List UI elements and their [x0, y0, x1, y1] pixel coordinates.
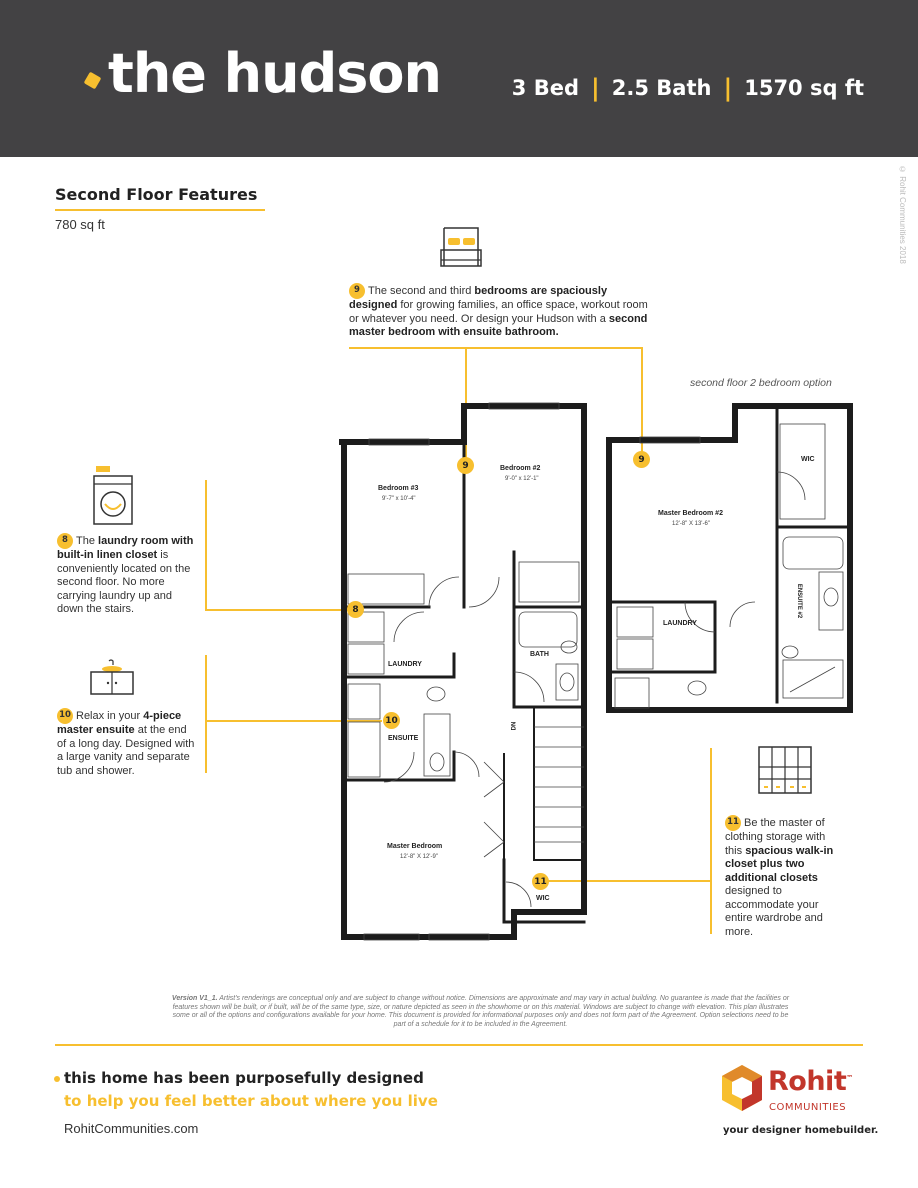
feature-9-badge: 9: [349, 283, 365, 299]
washing-machine-icon: [93, 466, 133, 525]
feature-11-leader: [710, 748, 712, 934]
spec-separator: |: [591, 74, 600, 102]
room-dim-bedroom3: 9'-7" x 10'-4": [382, 496, 416, 502]
website-link[interactable]: RohitCommunities.com: [64, 1121, 199, 1136]
room-label-ensuite: ENSUITE: [388, 735, 419, 742]
main-floor-plan: [339, 402, 587, 941]
feature-11-leader: [545, 880, 711, 882]
feature-11-badge: 11: [725, 815, 741, 831]
feature-8-leader: [205, 609, 353, 611]
plan-badge-9-alt: 9: [633, 451, 650, 468]
room-label-bedroom3: Bedroom #3: [378, 485, 419, 492]
feature-10-leader: [205, 655, 207, 773]
feature-8-leader: [205, 480, 207, 611]
vanity-sink-icon: [90, 659, 134, 695]
feature-9-leader: [349, 347, 642, 349]
logo-wordmark: Rohit™: [768, 1066, 853, 1097]
spec-area: 1570 sq ft: [744, 76, 864, 100]
spec-baths: 2.5 Bath: [611, 76, 712, 100]
bed-icon: [440, 227, 482, 267]
plan-badge-10: 10: [383, 712, 400, 729]
spec-separator: |: [723, 74, 733, 102]
home-specs: 3 Bed | 2.5 Bath | 1570 sq ft: [512, 74, 864, 102]
plan-badge-9: 9: [457, 457, 474, 474]
section-underline: [55, 209, 265, 211]
plan-badge-11: 11: [532, 873, 549, 890]
alt-floor-plan: [606, 403, 853, 713]
header-banner: the hudson 3 Bed | 2.5 Bath | 1570 sq ft: [0, 0, 918, 157]
room-dim-bedroom2: 9'-0" x 12'-1": [505, 476, 539, 482]
wardrobe-icon: [758, 746, 812, 794]
feature-10-leader: [205, 720, 382, 722]
copyright-notice: © Rohit Communities 2018: [898, 165, 907, 264]
room-label-dn: DN: [511, 721, 518, 731]
option-caption: second floor 2 bedroom option: [690, 377, 832, 389]
plan-badge-8: 8: [347, 601, 364, 618]
room-dim-master: 12'-8" X 12'-9": [400, 854, 438, 860]
feature-10-badge: 10: [57, 708, 73, 724]
section-area: 780 sq ft: [55, 217, 105, 232]
room-label-laundry: LAUNDRY: [388, 661, 422, 668]
title-bullet-icon: [83, 71, 102, 90]
tagline-line-2: to help you feel better about where you …: [64, 1092, 438, 1110]
footer-divider: [55, 1044, 863, 1046]
page-title: the hudson: [108, 42, 442, 105]
room-label-wic: WIC: [536, 895, 550, 902]
tagline-bullet-icon: [54, 1076, 60, 1082]
feature-8-badge: 8: [57, 533, 73, 549]
legal-disclaimer: Version V1_1. Artist's renderings are co…: [171, 995, 790, 1028]
room-label-bath: BATH: [530, 651, 549, 658]
alt-room-dim-master: 12'-8" X 13'-6": [672, 521, 710, 527]
alt-room-label-wic: WIC: [801, 456, 815, 463]
logo-subtitle: COMMUNITIES: [769, 1102, 847, 1113]
room-label-master: Master Bedroom: [387, 843, 443, 850]
spec-beds: 3 Bed: [511, 76, 579, 100]
feature-9-leader: [641, 347, 643, 459]
section-title: Second Floor Features: [55, 185, 258, 204]
alt-room-label-master: Master Bedroom #2: [658, 510, 723, 517]
alt-room-label-ensuite: ENSUITE #2: [796, 583, 803, 619]
room-label-bedroom2: Bedroom #2: [500, 465, 541, 472]
tagline-line-1: this home has been purposefully designed: [64, 1069, 424, 1087]
rohit-cube-logo-icon: [722, 1065, 762, 1111]
logo-tagline: your designer homebuilder.: [723, 1125, 879, 1136]
alt-room-label-laundry: LAUNDRY: [663, 620, 697, 627]
